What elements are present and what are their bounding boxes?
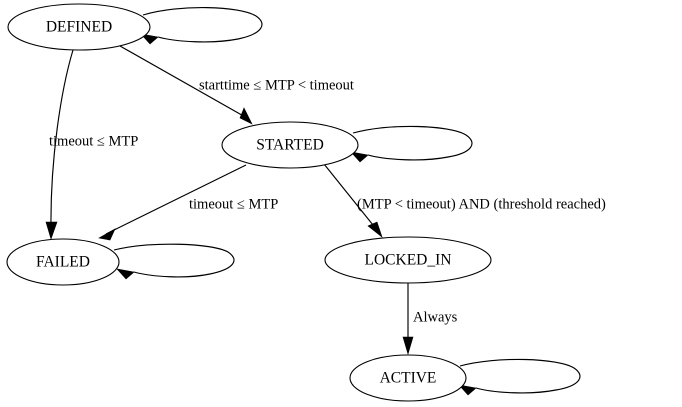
self-loop-defined-path — [142, 7, 263, 43]
state-node-locked-in[interactable]: LOCKED_IN — [324, 236, 492, 284]
self-loop-defined[interactable] — [140, 7, 263, 45]
edge-label-started-to-locked-in: (MTP < timeout) AND (threshold reached) — [357, 196, 606, 212]
state-node-defined-shape — [7, 3, 151, 51]
state-node-active-shape — [349, 354, 467, 402]
state-node-started[interactable]: STARTED — [221, 121, 359, 169]
self-loop-failed-path — [113, 243, 235, 278]
edge-defined-to-failed-path — [50, 49, 74, 232]
edge-locked-in-to-active-arrowhead — [402, 336, 414, 356]
state-node-active[interactable]: ACTIVE — [349, 354, 467, 402]
edge-defined-to-started-arrowhead — [239, 107, 253, 125]
state-node-defined-label: DEFINED — [46, 19, 112, 36]
edge-label-defined-to-failed: timeout ≤ MTP — [49, 133, 138, 149]
edge-locked-in-to-active[interactable] — [402, 283, 414, 356]
self-loop-active-path — [459, 358, 581, 394]
state-node-active-label: ACTIVE — [380, 370, 437, 387]
state-node-failed-label: FAILED — [36, 254, 90, 271]
state-node-started-label: STARTED — [256, 137, 324, 154]
state-node-locked-in-shape — [324, 236, 492, 284]
edge-label-locked-in-to-active: Always — [413, 309, 458, 325]
self-loop-failed[interactable] — [113, 243, 235, 280]
edge-started-to-locked-in-arrowhead — [367, 221, 383, 238]
edge-defined-to-started[interactable] — [119, 45, 253, 125]
edge-defined-to-started-path — [119, 45, 248, 119]
self-loop-started[interactable] — [350, 125, 473, 163]
state-node-failed-shape — [6, 238, 120, 286]
edge-label-defined-to-started: starttime ≤ MTP < timeout — [199, 77, 354, 93]
state-node-failed[interactable]: FAILED — [6, 238, 120, 286]
state-node-started-shape — [221, 121, 359, 169]
state-node-defined[interactable]: DEFINED — [7, 3, 151, 51]
self-loop-failed-arrowhead — [116, 268, 135, 280]
self-loop-defined-arrowhead — [140, 33, 159, 45]
self-loop-active[interactable] — [458, 358, 581, 396]
state-node-locked-in-label: LOCKED_IN — [365, 252, 452, 269]
edge-started-to-failed[interactable] — [98, 164, 247, 241]
edge-defined-to-failed[interactable] — [45, 49, 74, 240]
self-loop-active-arrowhead — [458, 384, 477, 396]
self-loop-started-path — [352, 125, 473, 161]
edge-started-to-locked-in-path — [323, 163, 378, 231]
edge-label-started-to-failed: timeout ≤ MTP — [189, 196, 278, 212]
edge-started-to-locked-in[interactable] — [323, 163, 383, 238]
edge-started-to-failed-path — [105, 164, 247, 235]
self-loop-started-arrowhead — [350, 151, 369, 163]
edge-defined-to-failed-arrowhead — [45, 221, 58, 240]
edge-started-to-failed-arrowhead — [98, 228, 116, 241]
